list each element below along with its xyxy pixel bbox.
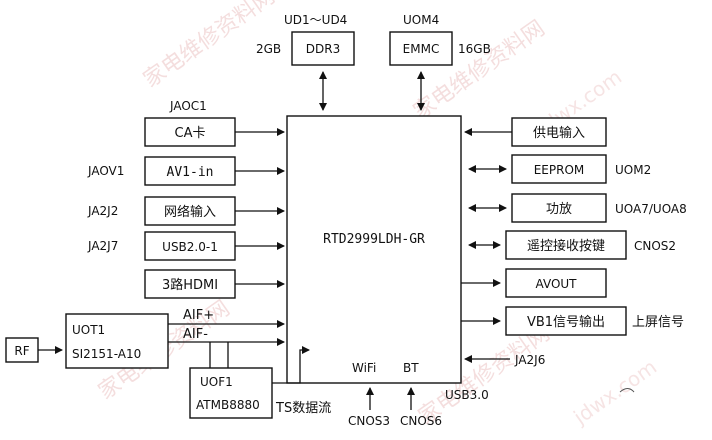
left-ref-3: JA2J2 — [87, 204, 118, 218]
left-box-usb2 — [144, 231, 236, 261]
watermark-text: jdwx.com — [568, 355, 661, 430]
left-box-net — [144, 196, 236, 226]
right-label-power: 供电输入 — [533, 125, 585, 141]
right-ref-amp: UOA7/UOA8 — [615, 202, 687, 216]
bt-ref: CNOS6 — [400, 414, 442, 428]
tuner-label: SI2151-A10 — [72, 347, 141, 361]
bt-label: BT — [403, 361, 419, 375]
right-box-remote — [505, 230, 627, 260]
usb3-label: USB3.0 — [445, 388, 489, 402]
right-ref-eeprom: UOM2 — [615, 163, 651, 177]
usb3-ref: JA2J6 — [514, 353, 545, 367]
emmc-size: 16GB — [458, 42, 491, 56]
ddr3-label: DDR3 — [306, 42, 340, 56]
ddr3-box — [291, 31, 355, 66]
scan-mark — [619, 388, 635, 393]
aif-minus-label: AIF- — [183, 327, 208, 342]
emmc-label: EMMC — [403, 42, 440, 56]
demod-box — [189, 367, 273, 419]
left-ref-1: JAOC1 — [169, 99, 207, 113]
left-box-av — [144, 156, 236, 186]
left-label-av: AV1-in — [167, 165, 214, 180]
rf-label: RF — [14, 344, 29, 358]
ddr-size: 2GB — [256, 42, 281, 56]
right-label-amp: 功放 — [546, 202, 572, 217]
left-label-ca: CA卡 — [175, 126, 206, 141]
demod-label: ATMB8880 — [196, 398, 260, 412]
right-label-eeprom: EEPROM — [534, 163, 585, 177]
right-box-vb1 — [505, 306, 627, 336]
emmc-box — [389, 31, 453, 66]
ts-label: TS数据流 — [275, 401, 331, 416]
main-chip-box — [286, 115, 462, 384]
emmc-ref: UOM4 — [403, 13, 439, 27]
aif-plus-label: AIF+ — [183, 308, 214, 323]
left-label-net: 网络输入 — [164, 204, 216, 220]
right-label-vb1: VB1信号输出 — [527, 314, 605, 330]
main-chip-label: RTD2999LDH-GR — [323, 232, 425, 247]
wifi-label: WiFi — [352, 361, 376, 375]
right-ref-vb1: 上屏信号 — [632, 315, 684, 330]
right-box-eeprom — [511, 154, 607, 184]
right-ref-remote: CNOS2 — [634, 239, 676, 253]
left-label-hdmi: 3路HDMI — [162, 277, 218, 293]
ddr-ref: UD1～UD4 — [284, 13, 347, 27]
right-box-power — [511, 117, 607, 147]
left-ref-2: JAOV1 — [87, 164, 124, 178]
ts-stream-line — [272, 346, 310, 384]
right-label-remote: 遥控接收按键 — [527, 238, 605, 254]
demod-ref: UOF1 — [200, 375, 233, 389]
tuner-ref: UOT1 — [72, 323, 105, 337]
left-ref-4: JA2J7 — [87, 239, 118, 253]
right-label-avout: AVOUT — [536, 277, 578, 291]
left-label-usb2: USB2.0-1 — [162, 240, 218, 254]
left-box-ca — [144, 117, 236, 147]
right-box-amp — [511, 193, 607, 223]
right-box-avout — [505, 268, 607, 298]
tuner-box — [65, 313, 169, 369]
wifi-ref: CNOS3 — [348, 414, 390, 428]
